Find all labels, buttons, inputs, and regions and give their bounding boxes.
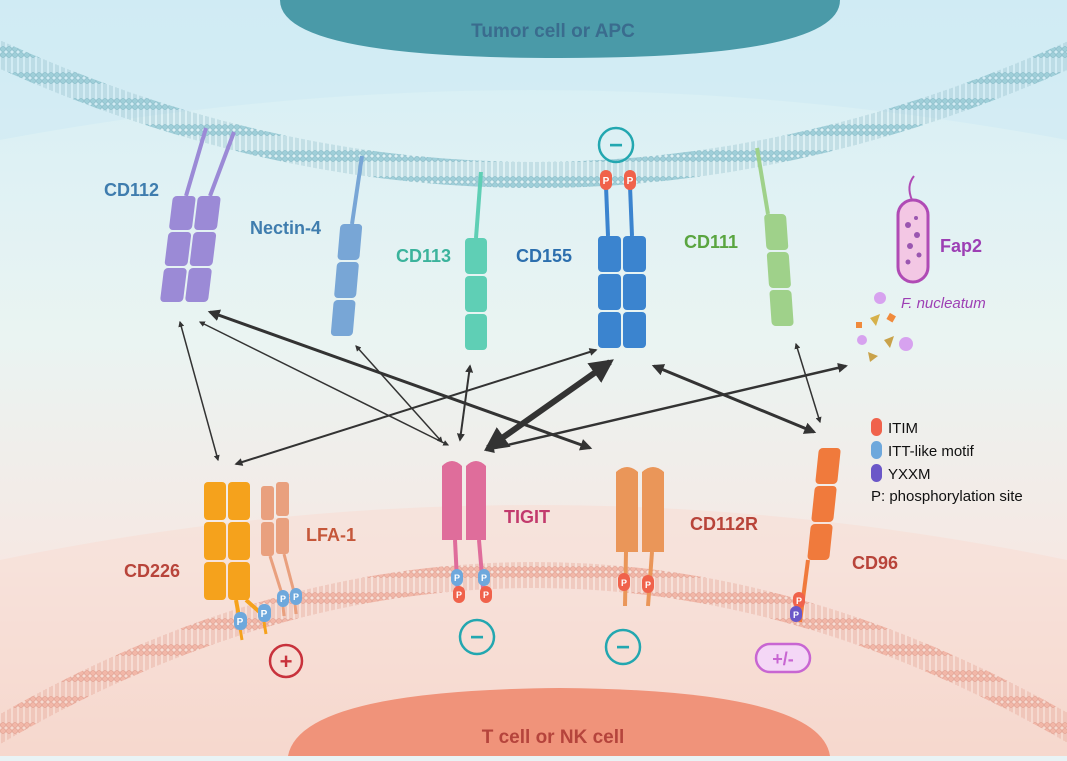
tigit-label: TIGIT (504, 507, 550, 527)
bottom-cell-membrane (0, 562, 1067, 745)
bottom-cell-body (288, 688, 830, 756)
svg-text:P: P (483, 590, 489, 600)
legend-swatch-itt (871, 441, 882, 459)
svg-text:P: P (237, 617, 244, 628)
bottom-cell-label: T cell or NK cell (482, 727, 625, 748)
cd112r-minus-sign: − (604, 628, 642, 666)
cd112r-protein (616, 467, 664, 607)
arrow-fap2-tigit (484, 362, 848, 454)
cd112-protein (160, 127, 236, 302)
top-cell-label: Tumor cell or APC (471, 21, 635, 42)
svg-text:P: P (481, 573, 487, 583)
legend-label-itt: ITT-like motif (888, 443, 975, 460)
svg-text:P: P (793, 610, 799, 620)
cd155-protein (598, 185, 646, 348)
legend: ITIM ITT-like motif YXXM P: phosphorylat… (871, 418, 1023, 505)
interaction-arrows (178, 309, 848, 466)
bacterial-particles (856, 292, 913, 362)
svg-text:+/-: +/- (772, 649, 794, 669)
fap2-bacterium (896, 175, 930, 284)
cd226-plus-sign: + (268, 643, 304, 679)
cd112r-label: CD112R (690, 514, 758, 534)
svg-text:P: P (645, 580, 651, 590)
svg-text:−: − (609, 132, 623, 159)
cd155-minus-sign: − (597, 126, 635, 164)
cd113-label: CD113 (396, 246, 451, 266)
legend-label-yxxm: YXXM (888, 466, 931, 483)
svg-text:P: P (627, 176, 634, 187)
legend-label-itim: ITIM (888, 420, 918, 437)
legend-note: P: phosphorylation site (871, 488, 1023, 505)
cd96-phospho-motifs: P P (790, 592, 805, 622)
cd96-label: CD96 (852, 553, 898, 573)
tigit-phospho-motifs: P P P P (451, 569, 492, 603)
svg-text:P: P (293, 592, 299, 602)
cd155-itim-phospho: P P (600, 170, 636, 190)
cd226-protein (204, 482, 268, 641)
lfa1-itt-phospho: P P (277, 588, 302, 607)
svg-text:P: P (280, 594, 286, 604)
svg-text:P: P (621, 578, 627, 588)
svg-text:P: P (454, 573, 460, 583)
svg-text:P: P (261, 609, 268, 620)
cd112r-itim-phospho: P P (618, 573, 654, 593)
lfa1-protein (261, 482, 298, 617)
cd96-plus-minus-sign: +/- (754, 642, 812, 674)
top-cell-membrane (0, 40, 1067, 188)
tigit-minus-sign: − (458, 618, 496, 656)
tigit-protein (442, 461, 486, 601)
svg-text:−: − (470, 624, 484, 651)
cd226-itt-phospho: P P (234, 604, 271, 630)
fap2-label: Fap2 (940, 236, 982, 256)
lfa1-label: LFA-1 (306, 525, 356, 545)
cd226-label: CD226 (124, 561, 180, 581)
cd112-label: CD112 (104, 180, 159, 200)
svg-text:+: + (280, 649, 293, 674)
legend-swatch-yxxm (871, 464, 882, 482)
fnucleatum-label: F. nucleatum (901, 295, 986, 312)
cd155-label: CD155 (516, 246, 572, 266)
svg-text:P: P (796, 596, 802, 606)
cd111-label: CD111 (684, 232, 738, 252)
legend-swatch-itim (871, 418, 882, 436)
nectin4-label: Nectin-4 (250, 218, 321, 238)
svg-text:−: − (616, 634, 630, 661)
cd111-protein (755, 147, 794, 326)
svg-text:P: P (603, 176, 610, 187)
top-cell-body (280, 0, 840, 58)
svg-text:P: P (456, 590, 462, 600)
